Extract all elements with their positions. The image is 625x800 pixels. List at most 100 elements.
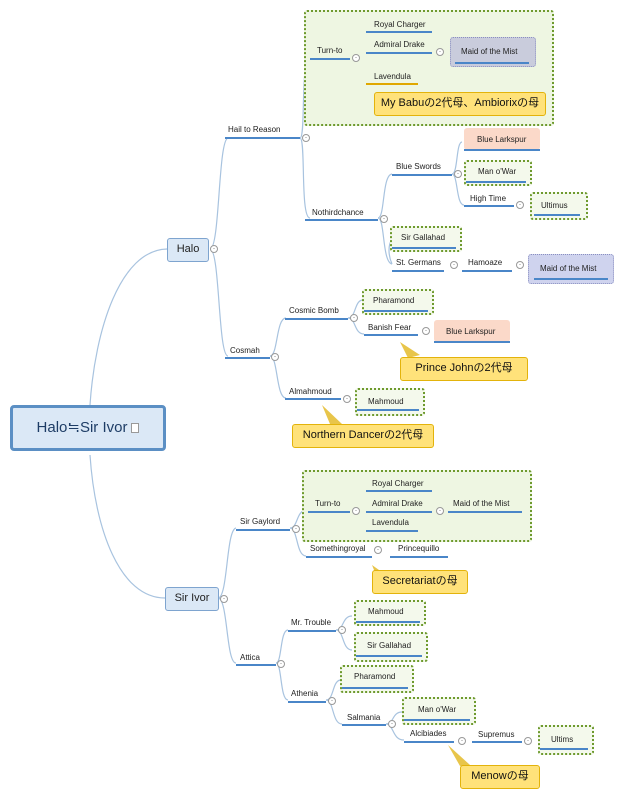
collapse-icon[interactable]: - — [422, 327, 430, 335]
underline — [288, 701, 326, 703]
collapse-icon[interactable]: - — [436, 48, 444, 56]
underline — [455, 62, 529, 64]
cosmah[interactable]: Cosmah — [230, 346, 260, 355]
blue-larkspur[interactable]: Blue Larkspur — [477, 135, 527, 144]
underline — [288, 630, 336, 632]
underline — [308, 511, 350, 513]
maid-of-the-mist[interactable]: Maid of the Mist — [453, 499, 510, 508]
collapse-icon[interactable]: - — [352, 507, 360, 515]
alcibiades[interactable]: Alcibiades — [410, 729, 447, 738]
underline — [364, 334, 418, 336]
princequillo[interactable]: Princequillo — [398, 544, 440, 553]
underline — [366, 511, 432, 513]
lavendula[interactable]: Lavendula — [374, 72, 411, 81]
sir-ivor-topic[interactable]: Sir Ivor — [165, 587, 219, 611]
blue-larkspur-box[interactable] — [434, 320, 510, 342]
hail-to-reason[interactable]: Hail to Reason — [228, 125, 281, 134]
underline — [356, 655, 422, 657]
callout-note[interactable]: My Babuの2代母、Ambiorixの母 — [374, 92, 546, 116]
collapse-icon[interactable]: - — [302, 134, 310, 142]
royal-charger[interactable]: Royal Charger — [374, 20, 426, 29]
ultims-box[interactable] — [538, 725, 594, 755]
central-topic[interactable]: Halo≒Sir Ivor — [10, 405, 166, 451]
collapse-icon[interactable]: - — [454, 170, 462, 178]
collapse-icon[interactable]: - — [350, 314, 358, 322]
underline — [466, 181, 526, 183]
collapse-icon[interactable]: - — [524, 737, 532, 745]
sir-gallahad[interactable]: Sir Gallahad — [401, 233, 446, 242]
collapse-icon[interactable]: - — [516, 261, 524, 269]
collapse-icon[interactable]: - — [271, 353, 279, 361]
attica[interactable]: Attica — [240, 653, 261, 662]
man-o-war[interactable]: Man o'War — [418, 705, 457, 714]
collapse-icon[interactable]: - — [220, 595, 228, 603]
sir-gallahad[interactable]: Sir Gallahad — [367, 641, 412, 650]
underline — [404, 741, 454, 743]
somethingroyal[interactable]: Somethingroyal — [310, 544, 366, 553]
underline — [366, 31, 432, 33]
collapse-icon[interactable]: - — [352, 54, 360, 62]
ultimus[interactable]: Ultimus — [541, 201, 568, 210]
athenia[interactable]: Athenia — [291, 689, 319, 698]
salmania[interactable]: Salmania — [347, 713, 381, 722]
collapse-icon[interactable]: - — [328, 697, 336, 705]
collapse-icon[interactable]: - — [338, 626, 346, 634]
maid-of-the-mist[interactable]: Maid of the Mist — [540, 264, 597, 273]
underline — [225, 137, 300, 139]
underline — [540, 748, 588, 750]
maid-of-the-mist[interactable]: Maid of the Mist — [461, 47, 518, 56]
ultims[interactable]: Ultims — [551, 735, 574, 744]
supremus[interactable]: Supremus — [478, 730, 515, 739]
underline — [366, 83, 418, 85]
callout-note[interactable]: Prince Johnの2代母 — [400, 357, 528, 381]
collapse-icon[interactable]: - — [516, 201, 524, 209]
pharamond[interactable]: Pharamond — [373, 296, 415, 305]
underline — [225, 357, 270, 359]
hamoaze[interactable]: Hamoaze — [468, 258, 503, 267]
nothirdchance[interactable]: Nothirdchance — [312, 208, 364, 217]
underline — [364, 310, 428, 312]
mahmoud[interactable]: Mahmoud — [368, 607, 404, 616]
st-germans[interactable]: St. Germans — [396, 258, 441, 267]
blue-larkspur[interactable]: Blue Larkspur — [446, 327, 496, 336]
callout-note[interactable]: Northern Dancerの2代母 — [292, 424, 434, 448]
turn-to[interactable]: Turn-to — [315, 499, 341, 508]
callout-note[interactable]: Menowの母 — [460, 765, 540, 789]
admiral-drake[interactable]: Admiral Drake — [374, 40, 425, 49]
collapse-icon[interactable]: - — [374, 546, 382, 554]
admiral-drake[interactable]: Admiral Drake — [372, 499, 423, 508]
sir-gaylord[interactable]: Sir Gaylord — [240, 517, 281, 526]
collapse-icon[interactable]: - — [380, 215, 388, 223]
collapse-icon[interactable]: - — [277, 660, 285, 668]
man-o-war[interactable]: Man o'War — [478, 167, 517, 176]
underline — [366, 490, 432, 492]
collapse-icon[interactable]: - — [436, 507, 444, 515]
sir-gallahad-box[interactable] — [354, 632, 428, 662]
cosmic-bomb[interactable]: Cosmic Bomb — [289, 306, 339, 315]
blue-larkspur-box[interactable] — [464, 128, 540, 150]
royal-charger[interactable]: Royal Charger — [372, 479, 424, 488]
pharamond[interactable]: Pharamond — [354, 672, 396, 681]
collapse-icon[interactable]: - — [450, 261, 458, 269]
mr-trouble[interactable]: Mr. Trouble — [291, 618, 332, 627]
turn-to[interactable]: Turn-to — [317, 46, 343, 55]
mahmoud[interactable]: Mahmoud — [368, 397, 404, 406]
underline — [357, 409, 419, 411]
halo-topic[interactable]: Halo — [167, 238, 209, 262]
almahmoud[interactable]: Almahmoud — [289, 387, 332, 396]
collapse-icon[interactable]: - — [458, 737, 466, 745]
collapse-icon[interactable]: - — [210, 245, 218, 253]
sir-ivor-label: Sir Ivor — [174, 592, 210, 604]
underline — [434, 341, 510, 343]
lavendula[interactable]: Lavendula — [372, 518, 409, 527]
underline — [392, 270, 444, 272]
collapse-icon[interactable]: - — [343, 395, 351, 403]
blue-swords[interactable]: Blue Swords — [396, 162, 441, 171]
mahmoud-box[interactable] — [355, 388, 425, 416]
callout-note[interactable]: Secretariatの母 — [372, 570, 468, 594]
collapse-icon[interactable]: - — [292, 525, 300, 533]
high-time[interactable]: High Time — [470, 194, 507, 203]
central-topic-label: Halo≒Sir Ivor — [36, 419, 128, 436]
banish-fear[interactable]: Banish Fear — [368, 323, 412, 332]
collapse-icon[interactable]: - — [388, 720, 396, 728]
